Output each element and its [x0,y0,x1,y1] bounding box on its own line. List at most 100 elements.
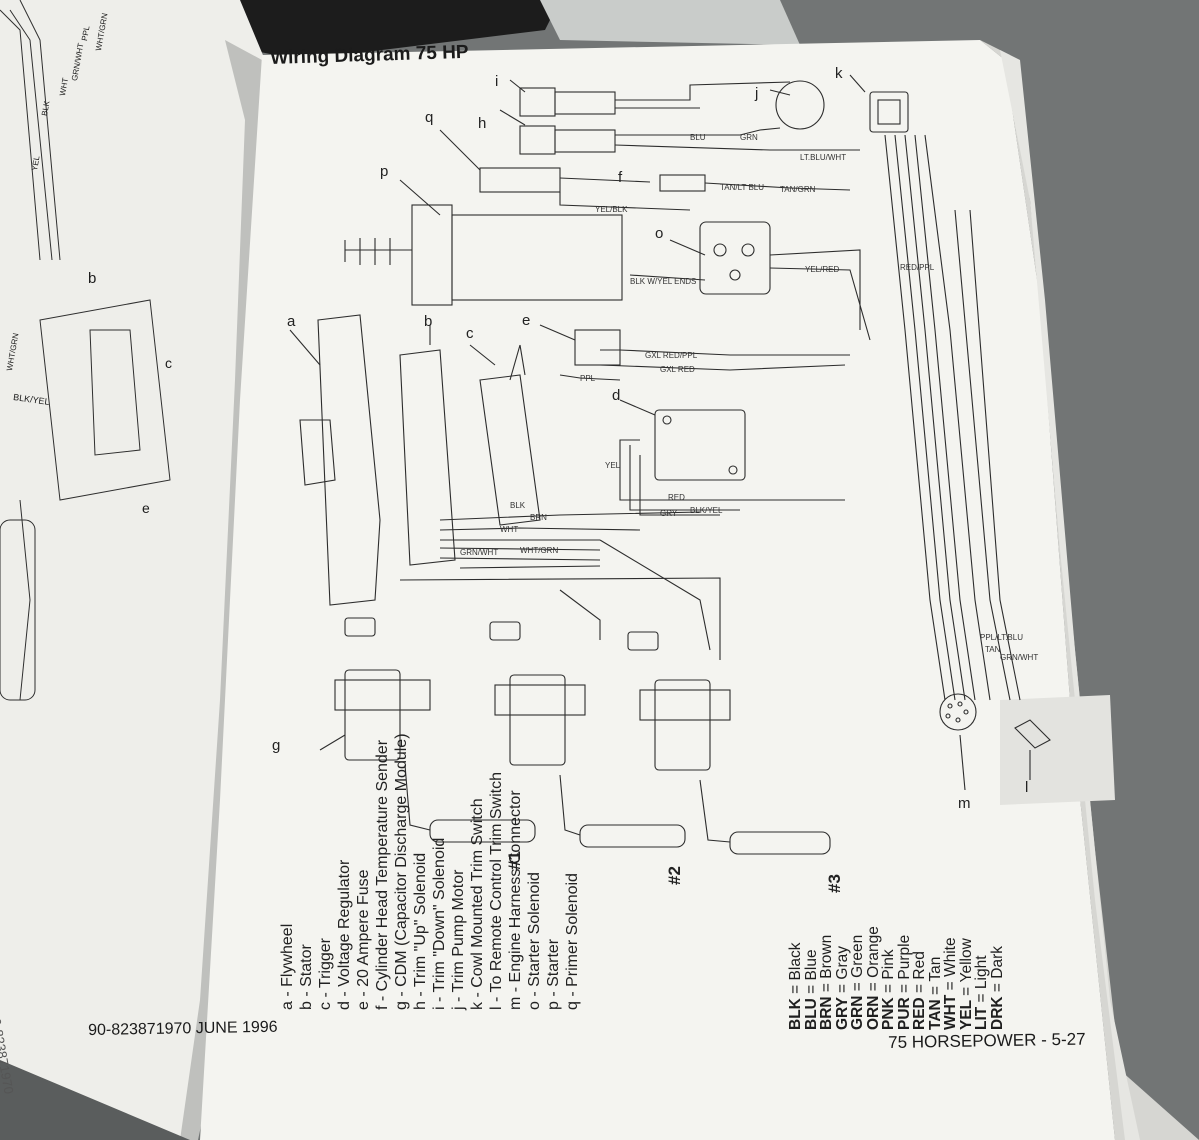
letter-o: o [655,225,663,242]
cdm-2 [509,674,566,766]
wire-grn-wht: GRN/WHT [460,548,498,557]
engine-harness-connector [939,693,977,731]
cylinder-3-label: #3 [825,874,844,893]
stator [399,349,456,566]
trim-down-solenoid [554,91,616,115]
wire-blk-yel: BLK/YEL [690,506,723,515]
wire-gxl-red-ppl: GXL RED/PPL [645,351,698,360]
cdm-connector-2 [489,621,521,641]
starter-solenoid [699,221,771,295]
wire-yel: YEL [605,461,621,470]
color-code-item: PNK = Pink [880,949,897,1030]
wire-wht: WHT [500,525,518,534]
cylinder-2-label: #2 [665,866,684,885]
legend-item: g - CDM (Capacitor Discharge Module) [393,733,410,1010]
trigger [479,374,541,526]
wire-tan-lt-blu: TAN/LT BLU [720,183,764,192]
cowl-trim-switch [869,91,909,133]
wire-blk-yel-ends: BLK W/YEL ENDS [630,277,696,286]
wire-red-ppl: RED/PPL [900,263,935,272]
letter-i: i [495,73,498,90]
color-code-item: GRN = Green [849,934,866,1030]
color-code-item: PUR = Purple [895,934,913,1030]
color-code-item: ORN = Orange [864,926,882,1030]
letter-m: m [958,795,971,812]
footer-right: 75 HORSEPOWER - 5-27 [888,1029,1086,1052]
cdm-connector-1 [344,617,376,637]
wire-tan: TAN [985,645,1001,654]
letter-h: h [478,115,486,132]
letter-g: g [272,737,280,754]
color-code-item: BLU = Blue [802,949,820,1030]
legend-item: o - Starter Solenoid [526,872,543,1010]
letter-j: j [754,85,758,102]
trim-up-solenoid-body [519,125,556,155]
legend-item: q - Primer Solenoid [564,873,581,1010]
legend-item: a - Flywheel [279,923,296,1010]
wire-blu: BLU [690,133,706,142]
cdm-1 [344,669,401,761]
fuse [574,329,621,366]
cylinder-1-label: #1 [505,851,524,870]
footer-left: 90-823871970 JUNE 1996 [88,1018,278,1039]
wire-wht-grn: WHT/GRN [520,546,558,555]
wire-ppl-lt-blu: PPL/LT.BLU [980,633,1023,642]
legend-item: j - Trim Pump Motor [450,869,467,1010]
letter-q: q [425,109,433,126]
wire-grn-wht-2: GRN/WHT [1000,653,1038,662]
wire-grn: GRN [740,133,758,142]
left-letter-c: c [165,355,172,371]
color-code-item: RED = Red [911,951,928,1030]
left-letter-b: b [88,270,97,287]
wire-blk: BLK [510,501,526,510]
trim-pump-motor [775,80,825,130]
wire-red: RED [668,493,685,502]
color-code-item: BLK = Black [787,942,804,1030]
legend-item: l - To Remote Control Trim Switch [488,772,505,1010]
trim-down-solenoid-body [519,87,556,117]
color-code-item: DRK = Dark [988,945,1006,1030]
letter-a: a [287,313,296,330]
flywheel [317,314,381,606]
cdm-3 [654,679,711,771]
wire-yel-red: YEL/RED [805,265,839,274]
legend-item: m - Engine Harness Connector [507,790,524,1010]
legend-item: p - Starter [545,938,562,1010]
temperature-sender [659,174,706,192]
legend-item: c - Trigger [317,937,334,1010]
wire-yel-blk: YEL/BLK [595,205,628,214]
wire-brn: BRN [530,513,547,522]
wire-ppl: PPL [580,374,596,383]
wire-tan-grn: TAN/GRN [780,185,816,194]
legend-item: d - Voltage Regulator [336,859,353,1010]
cdm-connector-3 [627,631,659,651]
primer-solenoid [479,167,561,193]
color-code-item: LIT = Light [973,955,990,1030]
color-code-item: GRY = Gray [833,945,851,1030]
wire-gxl-red: GXL RED [660,365,695,374]
legend-item: f - Cylinder Head Temperature Sender [374,739,391,1010]
letter-d: d [612,387,620,404]
legend-item: k - Cowl Mounted Trim Switch [469,798,486,1010]
spark-plug-1 [429,819,536,843]
letter-c: c [466,325,474,342]
letter-b: b [424,313,432,330]
wire-lt-blu-wht: LT.BLU/WHT [800,153,846,162]
remote-trim-switch [1014,719,1051,749]
left-letter-e: e [142,500,150,516]
color-code-list: BLK = Black BLU = Blue BRN = Brown GRY =… [787,926,1006,1030]
color-code-item: BRN = Brown [818,934,835,1030]
spark-plug-2 [579,824,686,848]
color-code-item: WHT = White [942,937,959,1030]
color-code-item: TAN = Tan [926,956,944,1030]
letter-e: e [522,312,530,329]
legend-item: i - Trim "Down" Solenoid [431,837,448,1010]
legend-list: a - Flywheel b - Stator c - Trigger d - … [278,733,582,1010]
legend-item: b - Stator [298,944,315,1010]
letter-p: p [380,163,388,180]
letter-l: l [1025,779,1028,796]
wire-gry: GRY [660,509,678,518]
